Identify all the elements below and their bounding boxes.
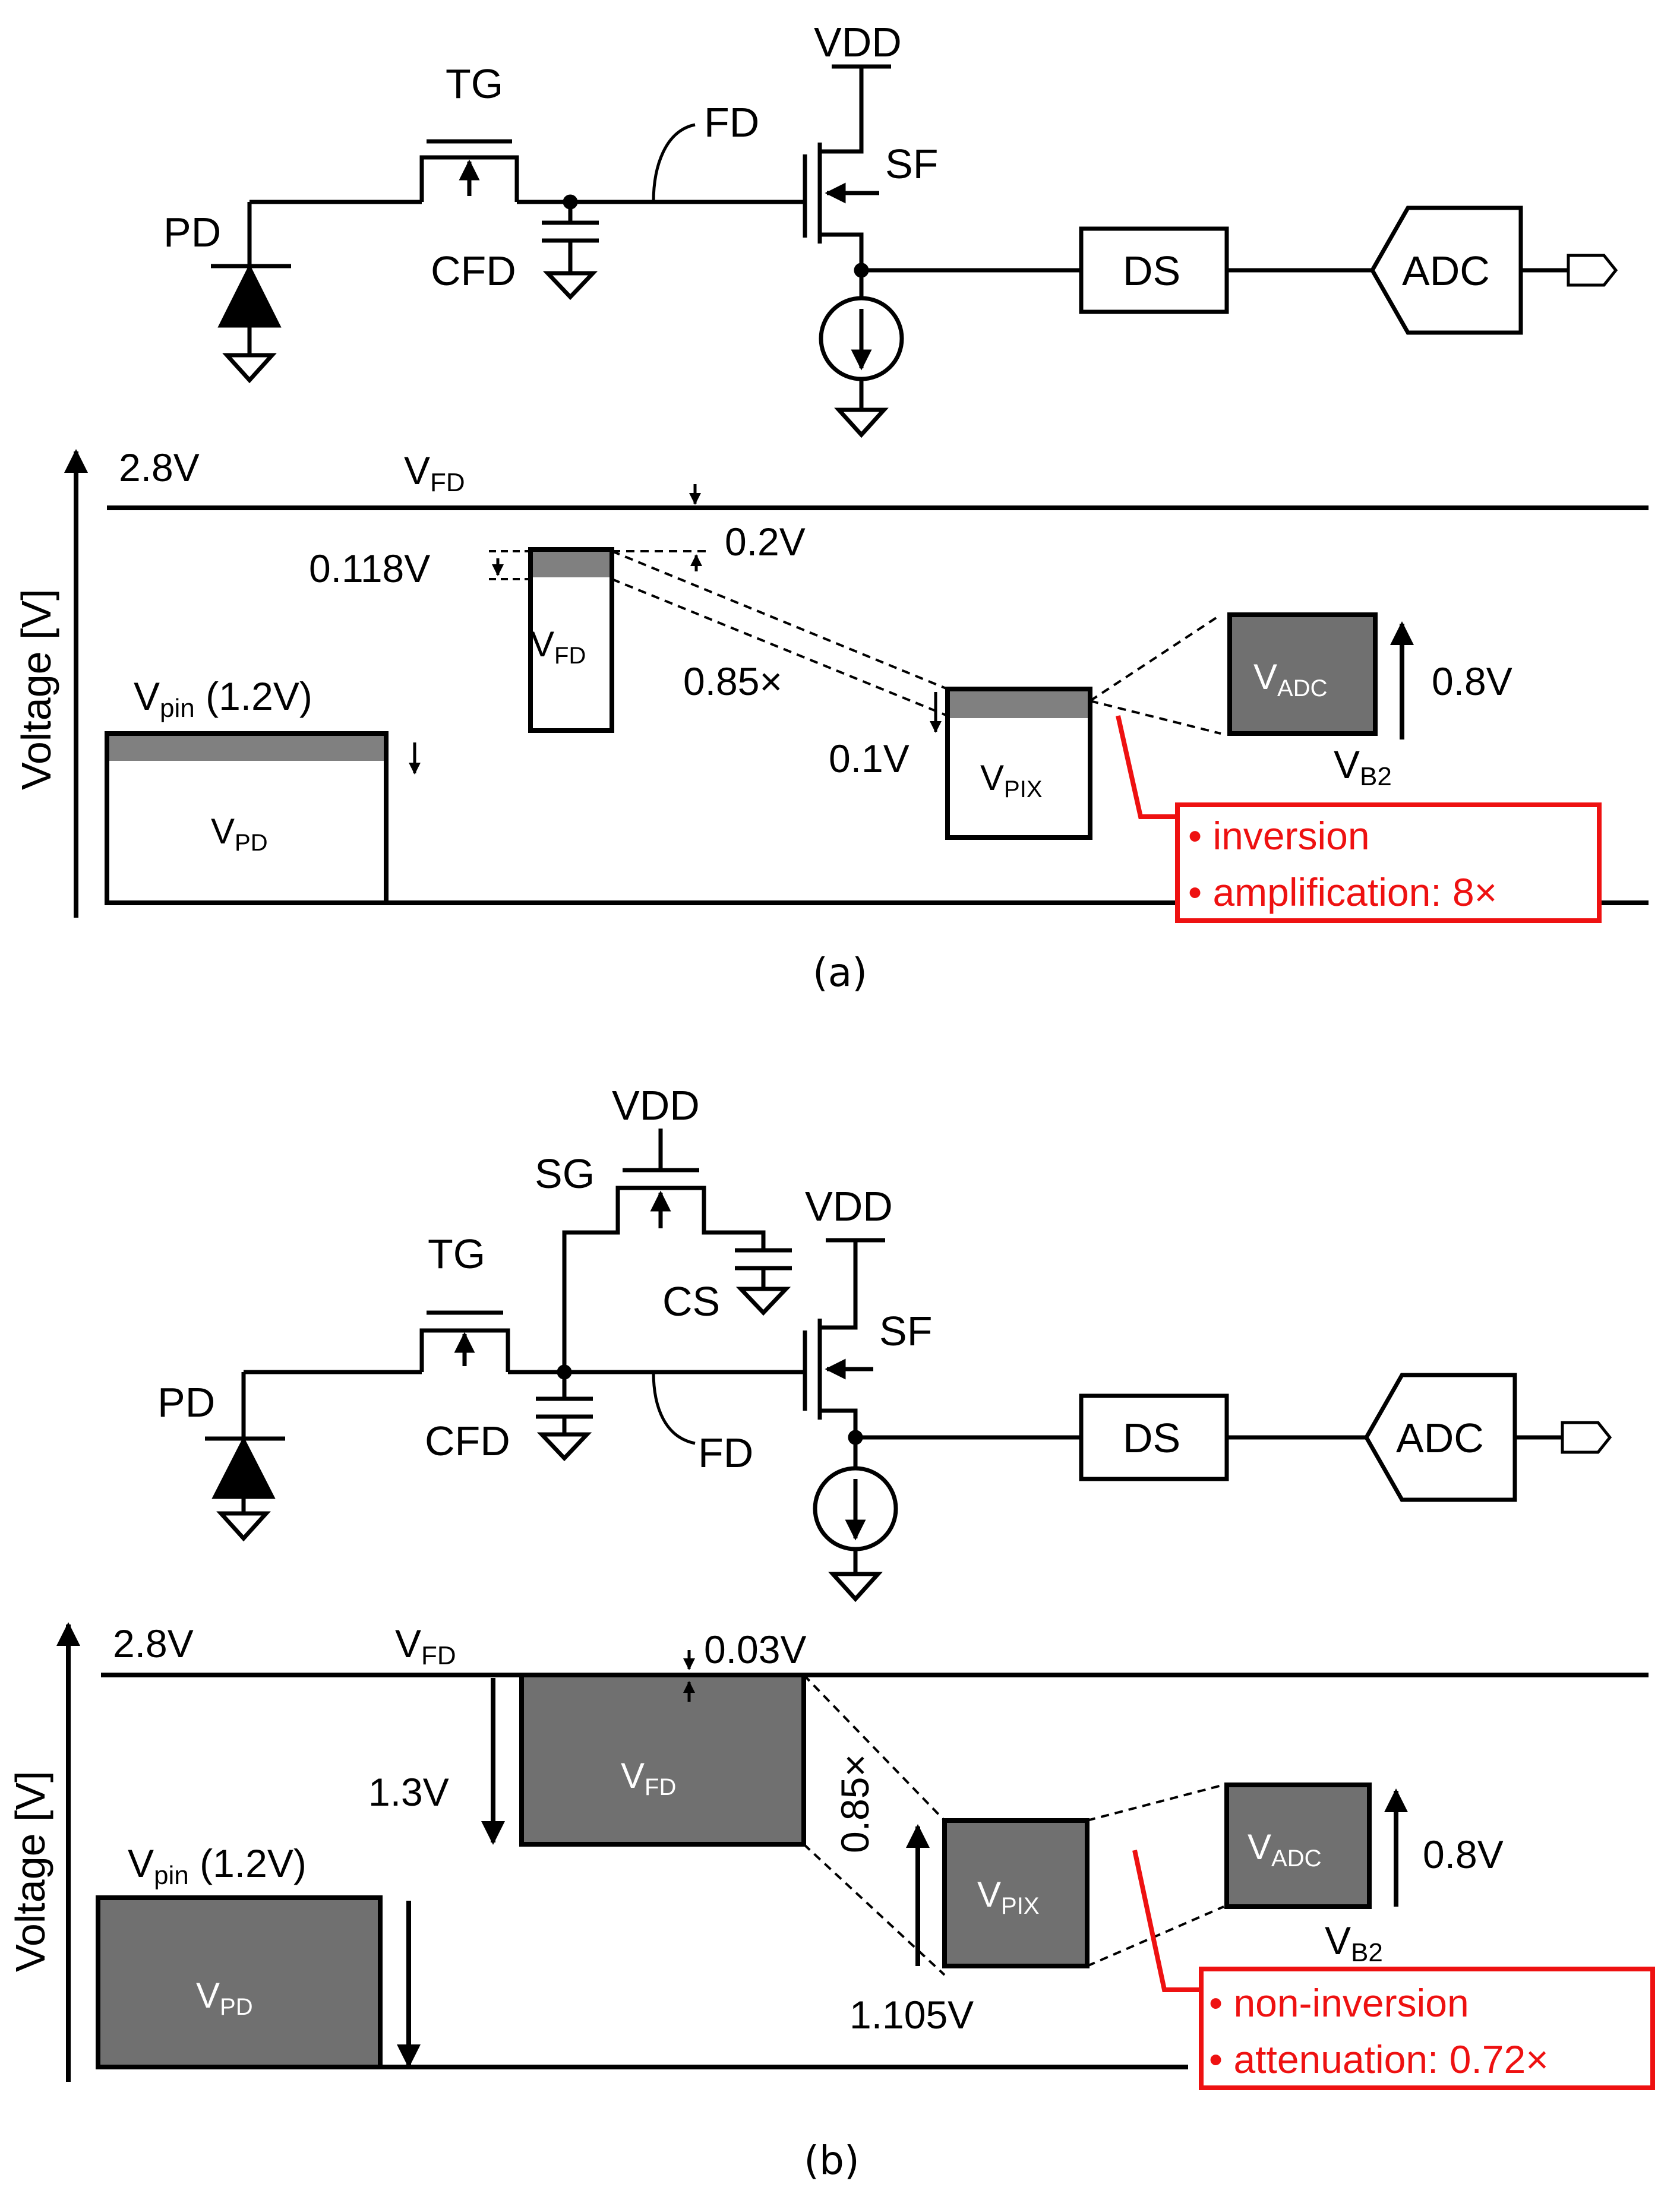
callout-pointer-b: [1132, 1850, 1203, 1992]
vb2-label-b: VB2: [1325, 1919, 1383, 1967]
vpix-box-b: [942, 1818, 1090, 1968]
vadc-box-a: [1227, 612, 1378, 736]
vpd-box-a: [105, 731, 389, 905]
top-level-label-a: 2.8V: [119, 445, 200, 489]
vpd-label-b: VPD: [196, 1976, 253, 2020]
v13-label-b: 1.3V: [368, 1770, 449, 1814]
label-ds-b: DS: [1123, 1415, 1180, 1461]
label-adc-a: ADC: [1402, 248, 1490, 294]
label-vdd-b: VDD: [805, 1183, 893, 1230]
label-cfd-b: CFD: [425, 1418, 510, 1464]
panel-b: VDD SG CS VDD TG SF PD CFD FD DS ADC Vol…: [7, 1082, 1655, 2183]
v01-label-a: 0.1V: [829, 737, 910, 780]
v003-label-b: 0.03V: [704, 1627, 806, 1671]
label-vdd-a: VDD: [814, 19, 902, 65]
v08-label-a: 0.8V: [1432, 659, 1512, 703]
vpin-label-a: Vpin (1.2V): [134, 674, 312, 723]
label-pd-b: PD: [157, 1379, 215, 1426]
callout-text-1-b: • non-inversion: [1209, 1981, 1469, 2025]
photodiode-b: [205, 1372, 285, 1542]
voltage-diagram-b: Voltage [V] 2.8V VFD VPD Vpin (1.2V) VFD…: [7, 1622, 1655, 2090]
vfd-box-a: [528, 547, 614, 733]
output-pad-a: [1567, 254, 1618, 287]
vpix-label-b: VPIX: [977, 1875, 1040, 1919]
source-follower-a: [803, 68, 879, 270]
label-adc-b: ADC: [1396, 1415, 1484, 1461]
circuit-b: [205, 1129, 1612, 1603]
cfd-capacitor-b: [536, 1372, 593, 1462]
output-pad-b: [1561, 1421, 1612, 1454]
caption-a: (a): [813, 950, 867, 995]
axis-label-a: Voltage [V]: [13, 589, 59, 790]
label-vdd-sg-b: VDD: [612, 1082, 700, 1129]
vpd-label-a: VPD: [211, 811, 268, 856]
vadc-label-a: VADC: [1253, 657, 1327, 701]
vb2-label-a: VB2: [1334, 742, 1392, 791]
label-fd-a: FD: [704, 99, 759, 146]
callout-pointer-a: [1116, 715, 1179, 819]
circuit-a: [211, 64, 1618, 438]
voltage-diagram-a: Voltage [V] 2.8V VFD VPD Vpin (1.2V) VFD…: [13, 445, 1649, 923]
gain-sf-label-a: 0.85×: [683, 659, 782, 703]
vfd-top-label-a: VFD: [404, 448, 465, 497]
v08-label-b: 0.8V: [1423, 1832, 1504, 1876]
photodiode-a: [211, 202, 291, 384]
vadc-box-b: [1224, 1783, 1372, 1909]
v0118-label-a: 0.118V: [309, 546, 430, 590]
vadc-label-b: VADC: [1248, 1827, 1321, 1872]
cfd-capacitor-a: [542, 202, 599, 301]
top-level-label-b: 2.8V: [113, 1622, 194, 1665]
vfd-box-label-a: VFD: [530, 624, 586, 669]
vfd-box-label-b: VFD: [621, 1756, 676, 1800]
panel-a: TG FD VDD SF PD CFD DS ADC Voltage [V] 2…: [13, 19, 1649, 995]
v02-label-a: 0.2V: [725, 520, 806, 564]
label-ds-a: DS: [1123, 248, 1180, 294]
vpix-label-a: VPIX: [980, 758, 1043, 802]
label-tg-b: TG: [428, 1231, 485, 1277]
vfd-box-b: [519, 1673, 806, 1847]
gain-sf-label-b: 0.85×: [833, 1754, 877, 1853]
vpin-label-b: Vpin (1.2V): [128, 1841, 307, 1890]
caption-b: (b): [804, 2138, 859, 2183]
label-sf-a: SF: [885, 141, 938, 187]
callout-text-2-a: • amplification: 8×: [1188, 870, 1497, 914]
callout-box-a: [1175, 802, 1602, 923]
callout-text-1-a: • inversion: [1188, 814, 1370, 858]
label-cs-b: CS: [662, 1278, 720, 1325]
v1105-label-b: 1.105V: [850, 1993, 974, 2037]
label-fd-b: FD: [698, 1430, 753, 1476]
transfer-gate-a: [419, 139, 519, 202]
label-cfd-a: CFD: [431, 248, 516, 294]
switch-gate-b: [562, 1129, 766, 1372]
axis-label-b: Voltage [V]: [7, 1771, 53, 1972]
source-follower-b: [803, 1241, 873, 1437]
vfd-top-label-b: VFD: [395, 1622, 456, 1670]
label-tg-a: TG: [446, 61, 503, 107]
label-pd-a: PD: [163, 209, 221, 255]
vpd-box-b: [96, 1895, 383, 2069]
label-sg-b: SG: [535, 1151, 595, 1197]
label-sf-b: SF: [879, 1308, 932, 1354]
cs-capacitor-b: [735, 1248, 792, 1316]
callout-box-b: [1199, 1967, 1655, 2090]
callout-text-2-b: • attenuation: 0.72×: [1209, 2037, 1549, 2081]
transfer-gate-b: [419, 1310, 510, 1372]
